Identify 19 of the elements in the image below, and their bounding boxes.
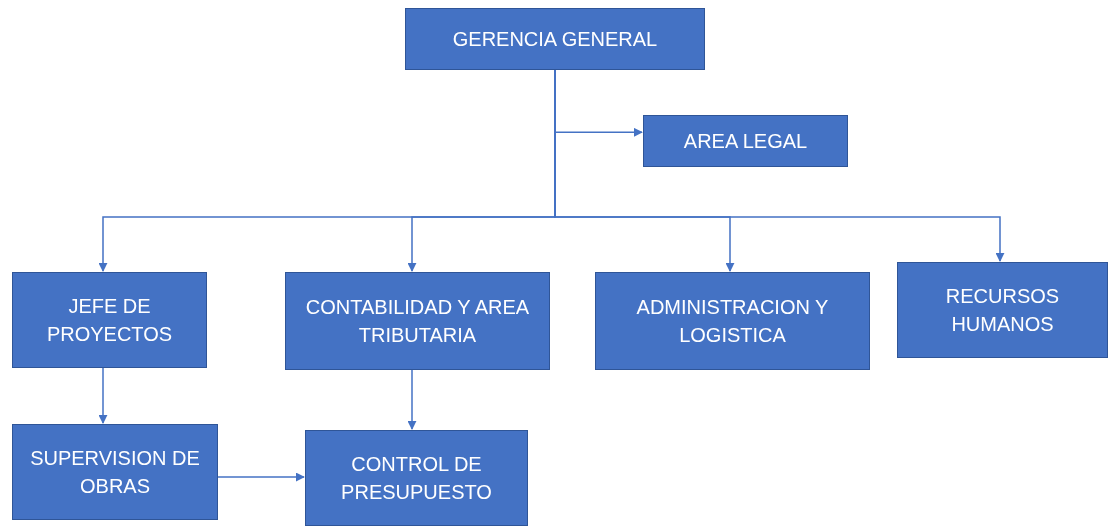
box-label: CONTROL DE PRESUPUESTO — [340, 452, 493, 505]
box-label: SUPERVISION DE OBRAS — [29, 446, 201, 499]
box-label: RECURSOS HUMANOS — [944, 284, 1061, 337]
box-label: GERENCIA GENERAL — [452, 27, 658, 52]
connector-arrow — [217, 472, 305, 482]
box-label: AREA LEGAL — [683, 129, 808, 154]
box-label: ADMINISTRACION Y LOGISTICA — [635, 295, 830, 348]
box-label: CONTABILIDAD Y AREA TRIBUTARIA — [304, 295, 531, 348]
org-box — [405, 8, 705, 70]
connector-arrow — [407, 369, 417, 430]
box-label: JEFE DE PROYECTOS — [45, 294, 174, 347]
org-box — [643, 115, 848, 167]
org-box — [12, 424, 218, 520]
org-box — [12, 272, 207, 368]
org-box — [285, 272, 550, 370]
org-box — [595, 272, 870, 370]
connector-arrow — [98, 367, 108, 424]
org-box — [305, 430, 528, 526]
org-box — [897, 262, 1108, 358]
